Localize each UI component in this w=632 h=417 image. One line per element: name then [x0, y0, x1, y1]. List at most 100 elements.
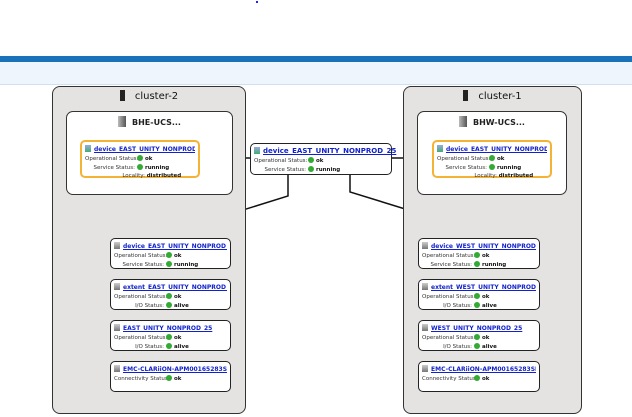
storage-name[interactable]: extent_WEST_UNITY_NONPROD_25 — [431, 284, 536, 291]
value: ok — [174, 253, 182, 259]
ok-check-icon — [474, 293, 480, 299]
ok-check-icon — [137, 155, 143, 161]
storage-icon — [114, 324, 120, 331]
ok-check-icon — [166, 334, 172, 340]
center-device-card[interactable]: device_EAST_UNITY_NONPROD_25 Operational… — [250, 143, 396, 175]
marker-dot — [256, 1, 258, 3]
label: Service Status: — [445, 165, 487, 171]
ok-check-icon — [166, 293, 172, 299]
value: ok — [497, 156, 505, 162]
storage-card[interactable]: EMC-CLARiiON-APM00165283SE Connectivity S… — [418, 361, 540, 392]
value: ok — [145, 156, 153, 162]
storage-icon — [114, 283, 120, 290]
storage-link[interactable]: EAST_UNITY_NONPROD_25 — [114, 324, 227, 332]
ok-check-icon — [308, 166, 314, 172]
center-device-link[interactable]: device_EAST_UNITY_NONPROD_25 — [254, 147, 396, 155]
header-bar — [0, 56, 632, 62]
label: Service Status: — [430, 262, 472, 268]
label: I/O Status: — [443, 344, 472, 350]
label: Operational Status: — [422, 294, 476, 300]
value: ok — [174, 376, 182, 382]
storage-link[interactable]: extent_EAST_UNITY_NONPROD_25 — [114, 283, 227, 291]
ok-check-icon — [474, 261, 480, 267]
value: ok — [316, 158, 324, 164]
ok-check-icon — [137, 164, 143, 170]
device-name[interactable]: device_EAST_UNITY_NONPROD_25 — [94, 146, 195, 153]
label: I/O Status: — [135, 344, 164, 350]
device-link[interactable]: device_EAST_UNITY_NONPROD_25 — [437, 145, 547, 153]
storage-icon — [422, 283, 428, 290]
storage-name[interactable]: WEST_UNITY_NONPROD_25 — [431, 325, 523, 332]
device-icon — [437, 145, 443, 152]
storage-link[interactable]: EMC-CLARiiON-APM00165283SE — [422, 365, 536, 373]
device-icon — [85, 145, 91, 152]
value: alive — [482, 303, 497, 309]
device-link[interactable]: device_EAST_UNITY_NONPROD_25 — [85, 145, 195, 153]
label: Operational Status: — [114, 253, 168, 259]
label: Connectivity Status: — [422, 376, 478, 382]
storage-card[interactable]: EMC-CLARiiON-APM00165283SE Connectivity S… — [110, 361, 231, 392]
storage-name[interactable]: device_WEST_UNITY_NONPROD_25 — [431, 243, 536, 250]
cluster-icon — [119, 90, 125, 101]
label: Operational Status: — [114, 335, 168, 341]
label: Service Status: — [264, 167, 306, 173]
value: alive — [174, 303, 189, 309]
storage-name[interactable]: EAST_UNITY_NONPROD_25 — [123, 325, 213, 332]
director-name[interactable]: BHW-UCS... — [473, 118, 525, 127]
storage-link[interactable]: EMC-CLARiiON-APM00165283SE — [114, 365, 227, 373]
toolbar-band — [0, 62, 632, 85]
label: Service Status: — [122, 262, 164, 268]
label: Locality: — [474, 173, 497, 179]
ok-check-icon — [474, 302, 480, 308]
ok-check-icon — [474, 343, 480, 349]
value: running — [316, 167, 341, 173]
value: running — [174, 262, 199, 268]
ok-check-icon — [166, 302, 172, 308]
device-name[interactable]: device_EAST_UNITY_NONPROD_25 — [263, 147, 397, 155]
storage-link[interactable]: device_EAST_UNITY_NONPROD_25 — [114, 242, 227, 250]
storage-link[interactable]: device_WEST_UNITY_NONPROD_25 — [422, 242, 536, 250]
director-icon — [118, 116, 126, 127]
value: running — [482, 262, 507, 268]
label: Connectivity Status: — [114, 376, 170, 382]
value: running — [145, 165, 170, 171]
value: ok — [482, 253, 490, 259]
ok-check-icon — [474, 252, 480, 258]
cluster-title: cluster-2 — [134, 91, 179, 102]
label: Operational Status: — [254, 158, 308, 164]
storage-name[interactable]: EMC-CLARiiON-APM00165283SE — [123, 366, 227, 373]
cluster-icon — [463, 90, 469, 101]
label: Operational Status: — [114, 294, 168, 300]
storage-link[interactable]: WEST_UNITY_NONPROD_25 — [422, 324, 536, 332]
storage-icon — [422, 242, 428, 249]
ok-check-icon — [166, 261, 172, 267]
storage-icon — [114, 242, 120, 249]
label: I/O Status: — [443, 303, 472, 309]
storage-name[interactable]: EMC-CLARiiON-APM00165283SE — [431, 366, 536, 373]
value: distributed — [498, 173, 534, 179]
director-device-card[interactable]: device_EAST_UNITY_NONPROD_25 Operational… — [432, 140, 552, 179]
label: I/O Status: — [135, 303, 164, 309]
device-name[interactable]: device_EAST_UNITY_NONPROD_25 — [446, 146, 547, 153]
director-name[interactable]: BHE-UCS... — [132, 118, 181, 127]
value: ok — [174, 294, 182, 300]
label: Operational Status: — [85, 156, 139, 162]
storage-name[interactable]: device_EAST_UNITY_NONPROD_25 — [123, 243, 227, 250]
ok-check-icon — [474, 375, 480, 381]
device-icon — [254, 147, 260, 154]
storage-icon — [114, 365, 120, 372]
ok-check-icon — [166, 252, 172, 258]
ok-check-icon — [489, 164, 495, 170]
value: running — [497, 165, 522, 171]
storage-name[interactable]: extent_EAST_UNITY_NONPROD_25 — [123, 284, 227, 291]
value: alive — [174, 344, 189, 350]
label: Operational Status: — [422, 335, 476, 341]
storage-link[interactable]: extent_WEST_UNITY_NONPROD_25 — [422, 283, 536, 291]
director-device-card[interactable]: device_EAST_UNITY_NONPROD_25 Operational… — [80, 140, 200, 179]
